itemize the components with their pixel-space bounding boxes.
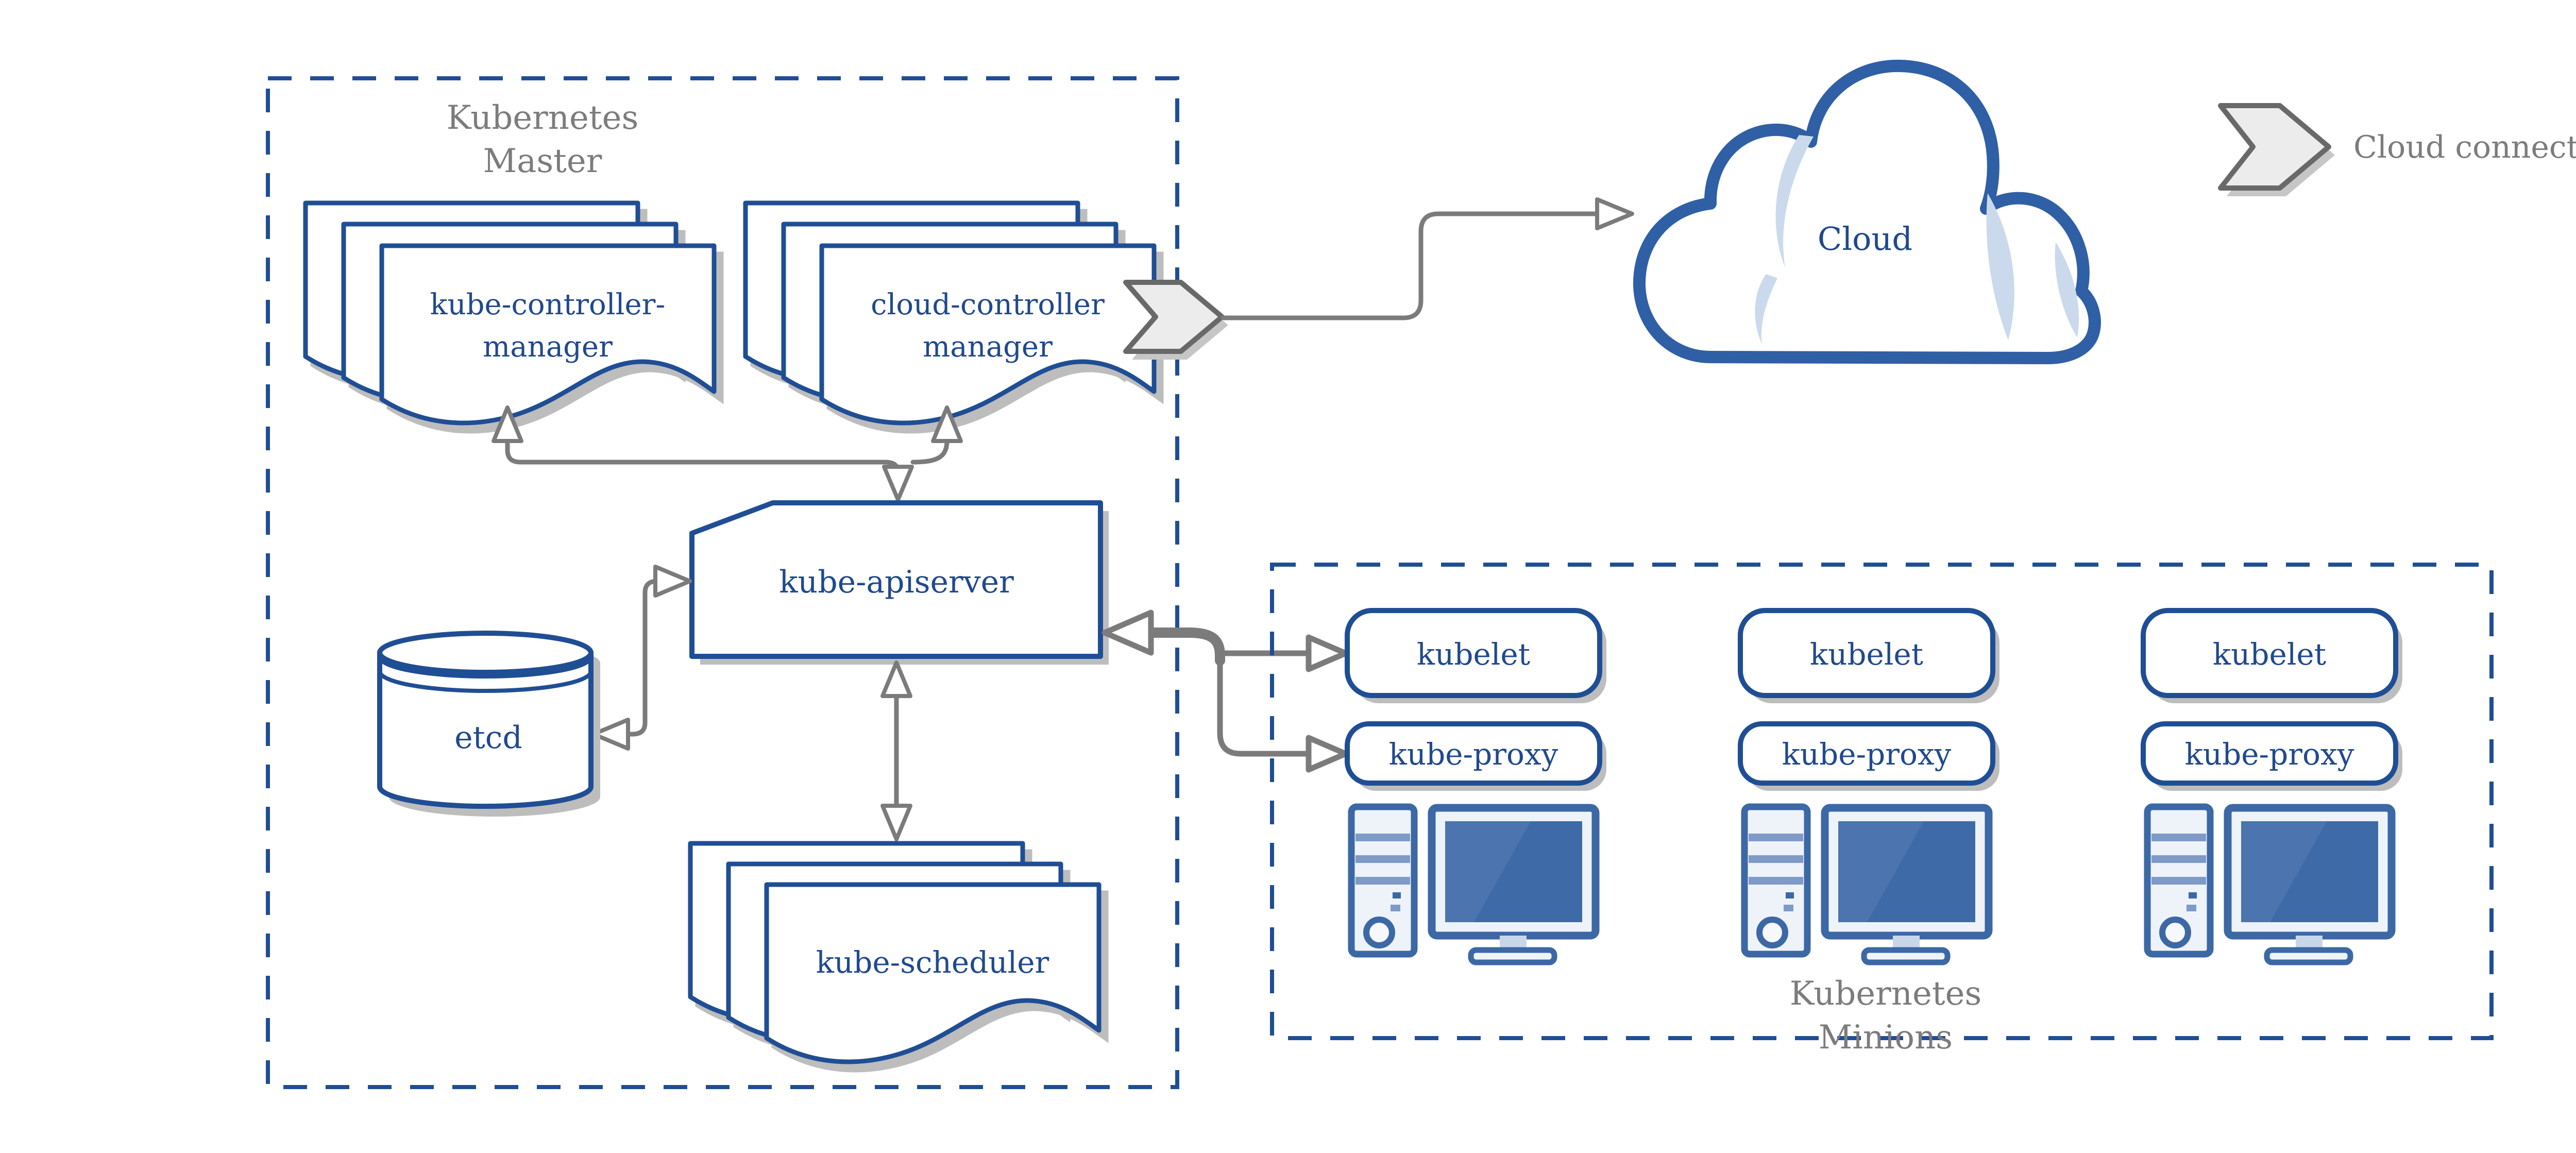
cloud-label: Cloud bbox=[1818, 220, 1912, 258]
arrowhead-down-icon bbox=[882, 465, 914, 502]
kube-controller-manager-label-line2: manager bbox=[483, 330, 613, 364]
cloud-controller-manager-stack: cloud-controller manager bbox=[745, 203, 1161, 431]
kube-apiserver-label: kube-apiserver bbox=[779, 564, 1014, 600]
arrowhead-up-icon bbox=[880, 660, 912, 698]
kubernetes-minions-title-line2: Minions bbox=[1819, 1019, 1953, 1057]
cylinder-body bbox=[377, 650, 594, 809]
apiserver-shape bbox=[689, 500, 1103, 659]
arrowhead-right-icon bbox=[1306, 634, 1349, 672]
kube-scheduler-stack: kube-scheduler bbox=[690, 843, 1106, 1070]
arrowhead-up-icon bbox=[931, 405, 963, 443]
desktop-computer-icon bbox=[1744, 807, 1989, 962]
kubernetes-minions-boundary bbox=[1270, 563, 2494, 1040]
cloud-highlight bbox=[1775, 135, 1814, 268]
minion-node: kubelet kube-proxy bbox=[2141, 608, 2402, 962]
connector-apiserver-minions bbox=[1101, 609, 1349, 773]
kubernetes-master-boundary bbox=[266, 76, 1179, 1089]
arrowhead-down-icon bbox=[880, 804, 912, 841]
kubelet-label: kubelet bbox=[1810, 637, 1923, 672]
kubelet-box bbox=[1738, 608, 1995, 698]
arrowhead-right-icon bbox=[1306, 735, 1349, 773]
kubernetes-master-title-line1: Kubernetes bbox=[447, 99, 639, 137]
arrowhead-left-icon bbox=[1101, 609, 1154, 656]
connector-ccm-cloud bbox=[1221, 197, 1634, 320]
cloud-icon bbox=[1633, 59, 2101, 364]
arrowhead-up-icon bbox=[492, 405, 523, 443]
connector-apiserver-scheduler bbox=[880, 660, 912, 841]
connector-controllers-apiserver bbox=[492, 405, 963, 502]
kube-proxy-label: kube-proxy bbox=[1782, 737, 1952, 772]
kube-proxy-box bbox=[1738, 721, 1995, 786]
kubelet-label: kubelet bbox=[1417, 637, 1530, 672]
legend: Cloud connector bbox=[2218, 103, 2576, 196]
cylinder-ring bbox=[378, 656, 593, 679]
kube-proxy-label: kube-proxy bbox=[1389, 737, 1558, 772]
cloud-highlight bbox=[1755, 274, 1777, 344]
cloud-controller-manager-label-line2: manager bbox=[923, 330, 1053, 364]
minion-node: kubelet kube-proxy bbox=[1738, 608, 1999, 962]
cloud-connector-icon bbox=[1123, 280, 1228, 360]
kubelet-label: kubelet bbox=[2213, 637, 2326, 672]
kubernetes-master-title-line2: Master bbox=[483, 142, 602, 180]
kubelet-box bbox=[1345, 608, 1602, 698]
arrowhead-right-icon bbox=[1595, 197, 1634, 230]
connector-apiserver-etcd bbox=[591, 565, 692, 751]
etcd-label: etcd bbox=[454, 720, 522, 756]
arrowhead-left-icon bbox=[591, 718, 630, 751]
cloud-controller-manager-label-line1: cloud-controller bbox=[871, 288, 1105, 321]
cloud-shape: Cloud bbox=[1633, 59, 2101, 364]
arrowhead-right-icon bbox=[653, 565, 692, 598]
minion-node: kubelet kube-proxy bbox=[1345, 608, 1606, 962]
desktop-computer-icon bbox=[2147, 807, 2392, 962]
kube-controller-manager-stack: kube-controller- manager bbox=[306, 203, 721, 431]
cloud-highlight bbox=[1986, 193, 2014, 340]
desktop-computer-icon bbox=[1351, 807, 1596, 962]
cloud-highlight bbox=[2055, 242, 2079, 337]
kube-proxy-box bbox=[2141, 721, 2398, 786]
cylinder-ring bbox=[378, 671, 593, 693]
kube-apiserver-node: kube-apiserver bbox=[689, 500, 1109, 665]
kube-proxy-box bbox=[1345, 721, 1602, 786]
kube-controller-manager-label-line1: kube-controller- bbox=[430, 288, 666, 321]
kube-proxy-label: kube-proxy bbox=[2185, 737, 2354, 772]
cylinder-top bbox=[377, 631, 594, 675]
legend-label: Cloud connector bbox=[2353, 129, 2576, 165]
etcd-node: etcd bbox=[377, 631, 600, 817]
kubernetes-minions-title-line1: Kubernetes bbox=[1790, 975, 1982, 1013]
legend-cloud-connector-icon bbox=[2218, 103, 2335, 196]
kube-scheduler-label: kube-scheduler bbox=[816, 945, 1049, 980]
kubelet-box bbox=[2141, 608, 2398, 698]
